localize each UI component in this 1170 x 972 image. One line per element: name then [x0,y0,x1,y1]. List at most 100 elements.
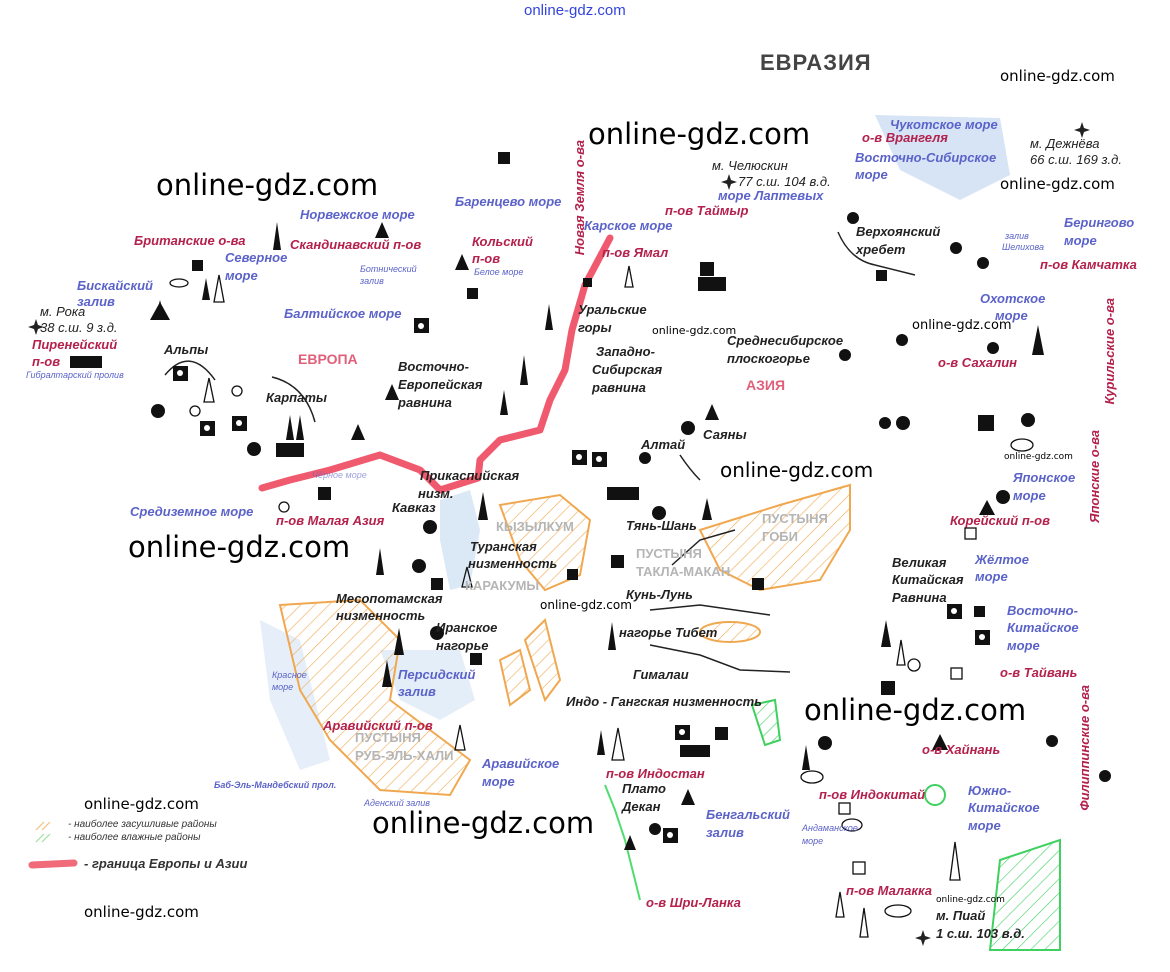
coal-icon [567,569,578,580]
copper-icon [231,385,243,397]
watermark: online-gdz.com [804,693,1027,727]
desert-label: РУБ-ЭЛЬ-ХАЛИ [355,748,454,763]
sea-label: Гибралтарский пролив [26,370,124,380]
gas-icon [461,566,473,588]
copper-icon [278,501,290,513]
sea-label: море [1013,488,1046,503]
wet-area-india [750,698,782,747]
top-watermark: online-gdz.com [524,2,626,19]
gas-icon [203,377,215,403]
region-label: Кольский [472,234,533,249]
coal-icon [498,152,510,164]
legend-wet-icon [35,833,51,843]
tian-shan-ridge [671,529,736,566]
altai-ridge [679,454,701,481]
watermark: online-gdz.com [936,895,1005,905]
himalaya-ridge [649,644,791,673]
continent-europe: ЕВРОПА [298,351,358,367]
oil-icon [394,628,404,655]
region-label: Скандинавский п-ов [290,237,422,252]
wet-area-indochina [924,784,946,806]
mountain-icon [979,500,995,515]
sea-label: Чукотское море [890,117,998,132]
polymetal-icons [639,212,1111,835]
coal-icon [583,278,592,287]
landform-label: Равнина [892,590,947,605]
desert-label: КАРАКУМЫ [465,578,540,593]
tin-icon [964,527,977,540]
landform-label: Гималаи [633,667,689,682]
sea-label: Аденский залив [364,798,430,808]
sea-label: Белое море [474,267,524,277]
oil-icon [286,415,294,440]
landform-label: Туранская [470,539,537,554]
landform-label: Иранское [436,620,498,635]
sea-label: море [272,682,294,692]
sea-label: Красное [272,670,307,680]
sea-label: Китайское [968,800,1040,815]
oil-icon [802,745,810,770]
sea-label: море [802,836,824,846]
sea-label: море [995,308,1028,323]
landform-label: Индо - Гангская низменность [566,694,762,709]
watermark: online-gdz.com [912,318,1012,333]
landform-label: хребет [856,242,906,257]
oil-icon [702,498,712,520]
sea-label: Японское [1013,470,1076,485]
landform-label: Алтай [641,437,686,452]
tin-icon [852,861,866,875]
coal-icon [700,262,714,276]
map-title: ЕВРАЗИЯ [760,50,872,75]
sea-label: море [482,774,515,789]
sea-label: залив [77,294,115,309]
gas-icon [624,265,634,288]
watermark: online-gdz.com [720,458,874,482]
legend-dry-label: - наиболее засушливые районы [68,819,217,830]
desert-label: ПУСТЫНЯ [636,546,702,561]
legend-wet-label: - наиболее влажные районы [68,832,201,843]
wet-area-southeast [988,838,1061,951]
landform-label: Саяны [703,427,747,442]
coal-icon [470,653,482,665]
landform-label: нагорье [436,638,489,653]
coal-icon [876,270,887,281]
copper-icon [189,405,201,417]
oil-icon [500,390,508,415]
sea-label: Охотское [980,291,1046,306]
sea-label: Бискайский [77,278,153,293]
kyzylkum-desert-area [498,493,592,592]
coal-icon [680,745,710,757]
sea-label: море [1064,233,1097,248]
landform-label: Альпы [164,342,209,357]
continent-asia: АЗИЯ [746,377,786,393]
legend-border-icon [28,859,78,869]
coal-icon [276,443,304,457]
oil-icon [1032,325,1044,355]
landform-label: Карпаты [266,390,327,405]
landform-label: Сибирская [592,362,663,377]
watermark: online-gdz.com [1004,452,1073,462]
mountain-icon [385,384,399,400]
verkhoyansk-ridge [837,231,916,276]
oil-icon [545,304,553,330]
landform-label: низменность [336,608,426,623]
watermark: online-gdz.com [652,324,737,337]
mountain-icon [150,302,170,320]
caspian-sea-shade [440,490,480,590]
watermark: online-gdz.com [84,903,199,921]
landform-label: Европейская [398,377,483,392]
oil-icon [273,222,281,250]
oil-icon [624,835,636,850]
coal-icon [467,288,478,299]
oil-icon [296,415,304,440]
landform-label: Кавказ [392,500,436,515]
sea-label: Карское море [584,218,673,233]
coal-icon [698,277,726,291]
mountain-icon [705,404,719,420]
coal-icon [974,606,985,617]
landform-label: Среднесибирское [727,333,844,348]
sea-label: залив [1005,231,1029,241]
coal-icon [752,578,764,590]
sea-label: море [968,818,1001,833]
legend-border-label: - граница Европы и Азии [84,856,248,871]
